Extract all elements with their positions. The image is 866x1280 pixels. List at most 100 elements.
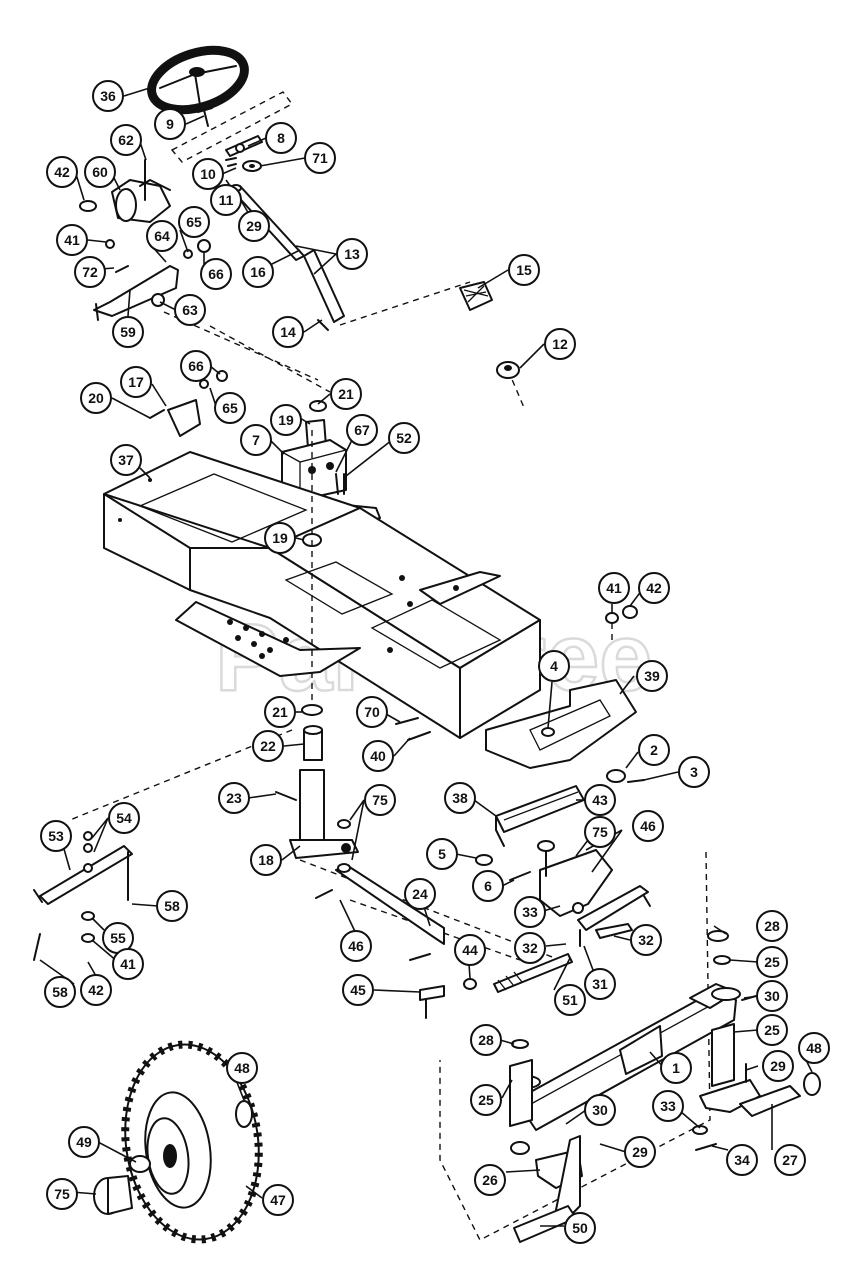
svg-text:29: 29 xyxy=(770,1058,786,1074)
callout-33b: 33 xyxy=(652,1090,684,1122)
svg-text:59: 59 xyxy=(120,324,136,340)
callout-19b: 19 xyxy=(264,522,296,554)
svg-text:5: 5 xyxy=(438,846,446,862)
svg-text:43: 43 xyxy=(592,792,608,808)
callout-66b: 66 xyxy=(180,350,212,382)
svg-text:63: 63 xyxy=(182,302,198,318)
callout-75c: 75 xyxy=(46,1178,78,1210)
callout-16: 16 xyxy=(242,256,274,288)
svg-text:3: 3 xyxy=(690,764,698,780)
svg-text:24: 24 xyxy=(412,886,428,902)
svg-text:72: 72 xyxy=(82,264,98,280)
svg-text:39: 39 xyxy=(644,668,660,684)
callout-67: 67 xyxy=(346,414,378,446)
svg-text:75: 75 xyxy=(372,792,388,808)
callout-28b: 28 xyxy=(470,1024,502,1056)
svg-text:58: 58 xyxy=(164,898,180,914)
svg-text:25: 25 xyxy=(478,1092,494,1108)
support-bracket xyxy=(395,605,645,783)
callout-52: 52 xyxy=(388,422,420,454)
svg-text:28: 28 xyxy=(478,1032,494,1048)
callout-72: 72 xyxy=(74,256,106,288)
svg-text:8: 8 xyxy=(277,130,285,146)
callout-32: 32 xyxy=(514,932,546,964)
callout-65: 65 xyxy=(178,206,210,238)
leader-lines xyxy=(39,85,813,1227)
callout-3: 3 xyxy=(678,756,710,788)
callout-41b: 41 xyxy=(598,572,630,604)
tie-rod xyxy=(493,953,573,993)
svg-text:13: 13 xyxy=(344,246,360,262)
svg-text:33: 33 xyxy=(660,1098,676,1114)
callout-55: 55 xyxy=(102,922,134,954)
callout-1: 1 xyxy=(660,1052,692,1084)
callout-21b: 21 xyxy=(264,696,296,728)
callout-17: 17 xyxy=(120,366,152,398)
svg-text:12: 12 xyxy=(552,336,568,352)
svg-text:54: 54 xyxy=(116,810,132,826)
svg-text:44: 44 xyxy=(462,942,478,958)
svg-text:62: 62 xyxy=(118,132,134,148)
callout-50: 50 xyxy=(564,1212,596,1244)
svg-text:30: 30 xyxy=(764,988,780,1004)
svg-text:33: 33 xyxy=(522,904,538,920)
callout-25c: 25 xyxy=(470,1084,502,1116)
spindle-left xyxy=(509,1039,583,1243)
svg-text:60: 60 xyxy=(92,164,108,180)
svg-text:1: 1 xyxy=(672,1060,680,1076)
callout-59: 59 xyxy=(112,316,144,348)
callout-64: 64 xyxy=(146,220,178,252)
steering-wheel xyxy=(147,45,249,115)
svg-text:38: 38 xyxy=(452,790,468,806)
callout-6: 6 xyxy=(472,870,504,902)
callout-30b: 30 xyxy=(584,1094,616,1126)
svg-text:65: 65 xyxy=(222,400,238,416)
callout-31: 31 xyxy=(584,968,616,1000)
callout-8: 8 xyxy=(265,122,297,154)
svg-text:22: 22 xyxy=(260,738,276,754)
svg-text:55: 55 xyxy=(110,930,126,946)
svg-text:27: 27 xyxy=(782,1152,798,1168)
svg-text:47: 47 xyxy=(270,1192,286,1208)
callout-46b: 46 xyxy=(340,930,372,962)
callout-54: 54 xyxy=(108,802,140,834)
svg-text:34: 34 xyxy=(734,1152,750,1168)
svg-text:21: 21 xyxy=(272,704,288,720)
callout-75b: 75 xyxy=(584,816,616,848)
callout-15: 15 xyxy=(508,254,540,286)
callout-14: 14 xyxy=(272,316,304,348)
callout-37: 37 xyxy=(110,444,142,476)
callout-60: 60 xyxy=(84,156,116,188)
svg-text:65: 65 xyxy=(186,214,202,230)
callout-27: 27 xyxy=(774,1144,806,1176)
svg-text:49: 49 xyxy=(76,1134,92,1150)
svg-text:26: 26 xyxy=(482,1172,498,1188)
svg-text:6: 6 xyxy=(484,878,492,894)
bushing-12 xyxy=(496,361,520,379)
svg-text:19: 19 xyxy=(278,412,294,428)
steering-spindle xyxy=(275,704,359,859)
bracket-assembly xyxy=(79,159,331,393)
drag-link-left xyxy=(33,831,133,961)
callout-48b: 48 xyxy=(226,1052,258,1084)
callout-42: 42 xyxy=(46,156,78,188)
svg-text:10: 10 xyxy=(200,166,216,182)
callout-53: 53 xyxy=(40,820,72,852)
callout-45: 45 xyxy=(342,974,374,1006)
svg-text:66: 66 xyxy=(208,266,224,282)
svg-text:23: 23 xyxy=(226,790,242,806)
callout-58: 58 xyxy=(156,890,188,922)
callout-24: 24 xyxy=(404,878,436,910)
svg-text:46: 46 xyxy=(348,938,364,954)
callout-32b: 32 xyxy=(630,924,662,956)
callout-58b: 58 xyxy=(44,976,76,1008)
callout-5: 5 xyxy=(426,838,458,870)
svg-text:32: 32 xyxy=(638,932,654,948)
callout-29b: 29 xyxy=(762,1050,794,1082)
svg-text:17: 17 xyxy=(128,374,144,390)
svg-text:31: 31 xyxy=(592,976,608,992)
callout-44: 44 xyxy=(454,934,486,966)
frame-holes xyxy=(118,478,459,659)
callout-29: 29 xyxy=(238,210,270,242)
callout-30: 30 xyxy=(756,980,788,1012)
